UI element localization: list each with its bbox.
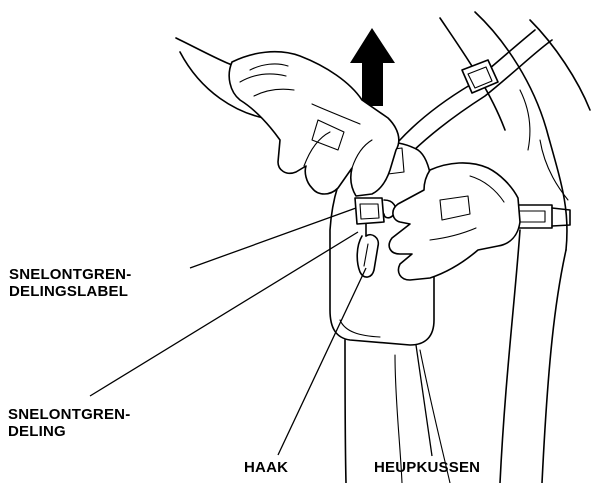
label-quick-release-label-line2: DELINGSLABEL	[9, 283, 131, 300]
leader-hip-pad	[416, 345, 432, 456]
label-quick-release-line1: SNELONTGREN-	[8, 406, 130, 423]
label-quick-release-line2: DELING	[8, 423, 130, 440]
shoulder-strap	[398, 30, 552, 152]
label-quick-release-label-line1: SNELONTGREN-	[9, 266, 131, 283]
label-quick-release-label: SNELONTGREN- DELINGSLABEL	[9, 266, 131, 300]
label-hook: HAAK	[244, 459, 288, 476]
label-quick-release: SNELONTGREN- DELING	[8, 406, 130, 440]
label-hip-pad: HEUPKUSSEN	[374, 459, 480, 476]
leader-hook	[278, 268, 366, 455]
